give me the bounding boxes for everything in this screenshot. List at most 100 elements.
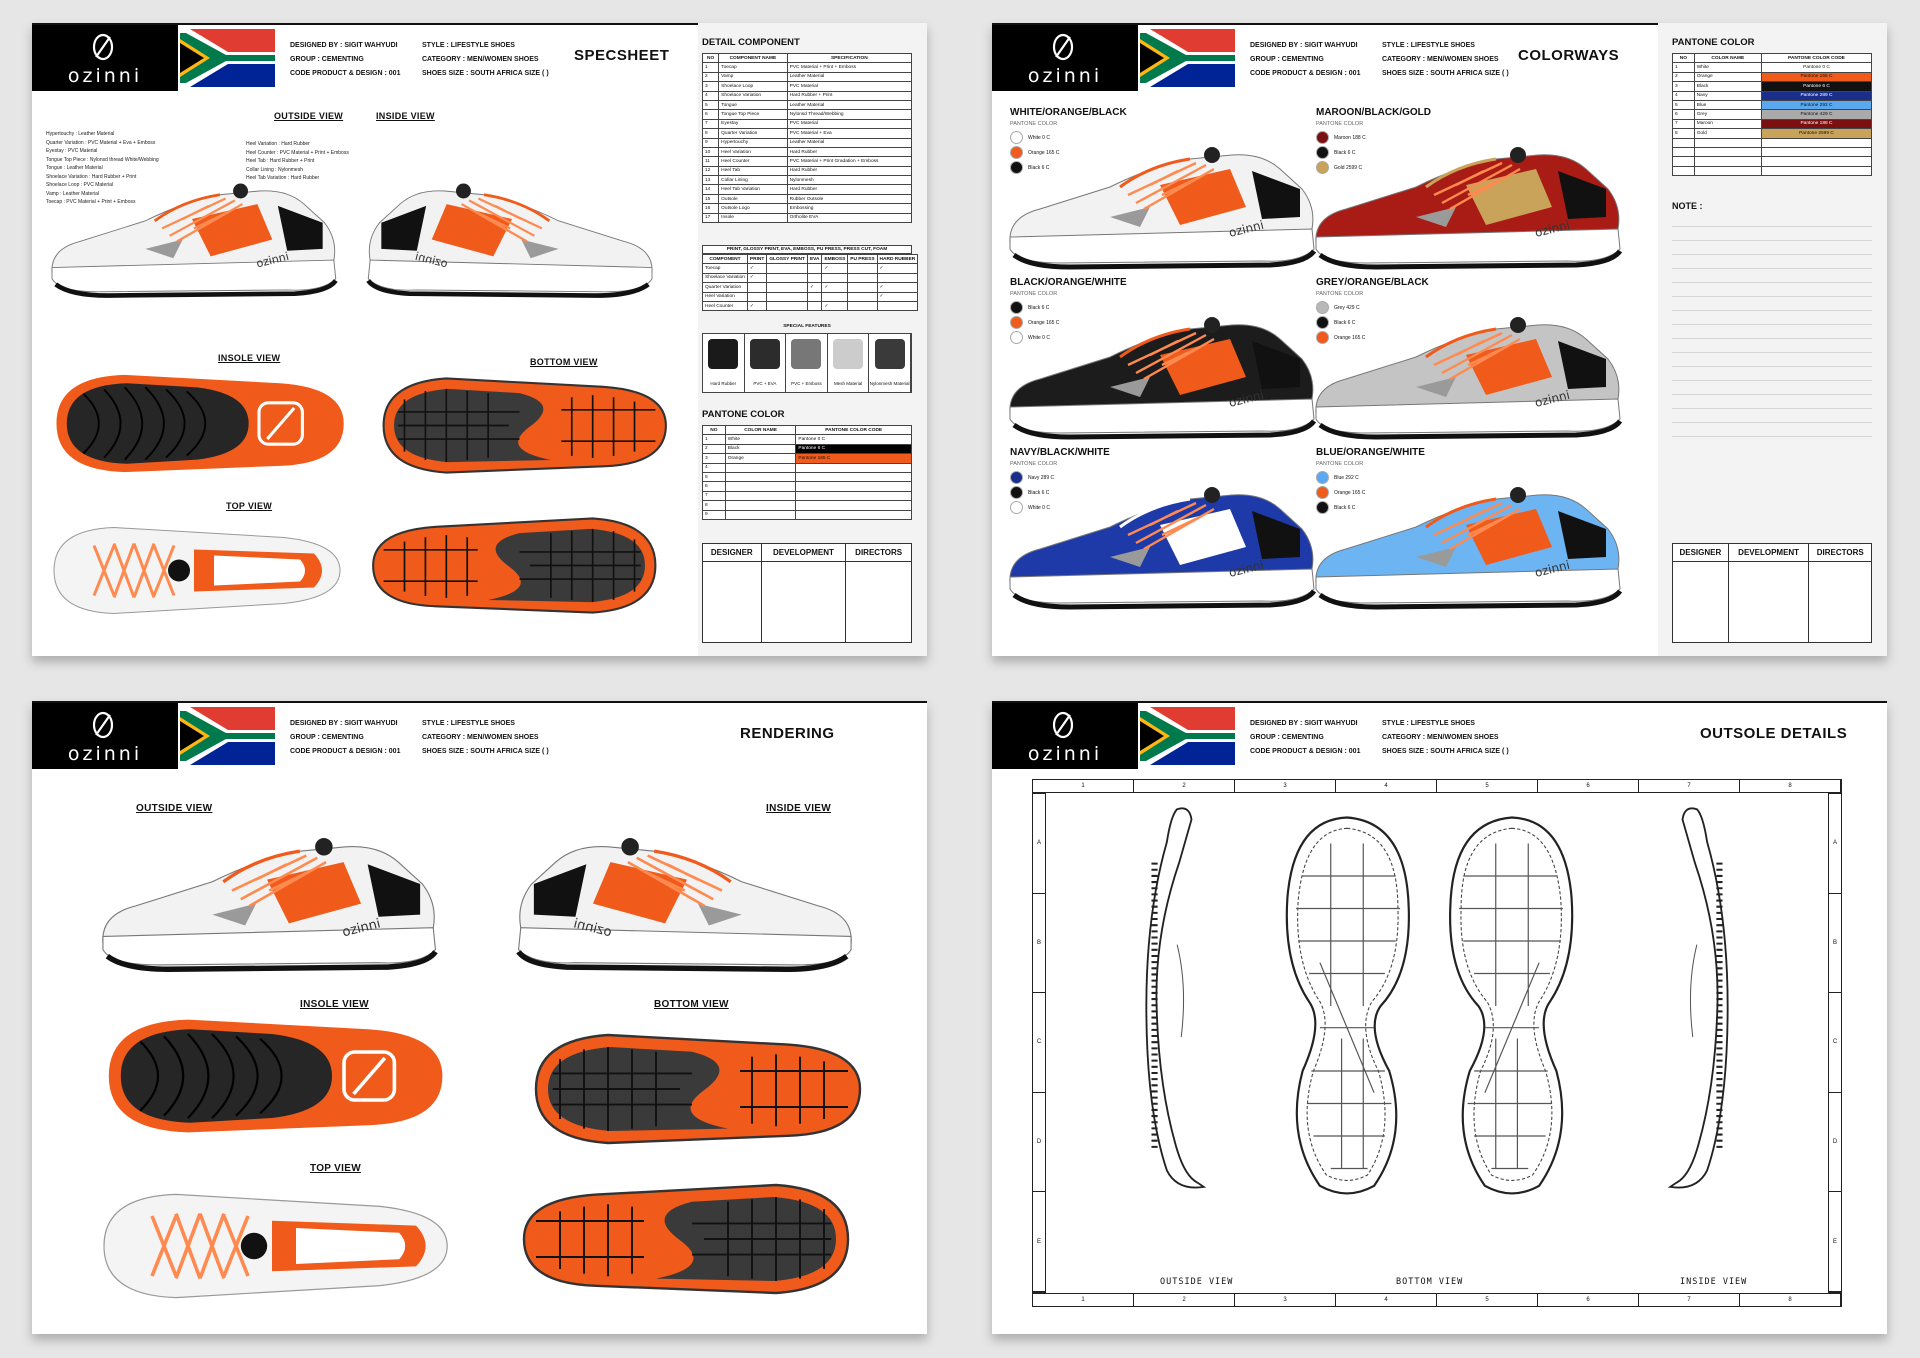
table-cell xyxy=(847,263,878,274)
swatch-dot xyxy=(1010,501,1023,514)
table-cell: Toecap xyxy=(702,263,748,274)
pantone-label: PANTONE COLOR xyxy=(1316,461,1364,467)
swatch-row: Black 6 C xyxy=(1010,486,1049,499)
table-cell xyxy=(821,291,849,302)
page-title: OUTSOLE DETAILS xyxy=(1700,725,1848,742)
product-code: CODE PRODUCT & DESIGN : 001 xyxy=(1250,70,1361,77)
table-cell: PVC Material xyxy=(786,81,913,92)
special-feature-label: PVC + Emboss xyxy=(791,381,822,386)
column-header: HARD RUBBER xyxy=(876,253,919,265)
table-cell xyxy=(746,291,768,302)
table-cell: 1 xyxy=(701,62,720,73)
table-cell: Shoelace Variation xyxy=(702,272,748,284)
table-cell: 11 xyxy=(701,156,720,167)
table-row: 8 xyxy=(702,500,912,511)
grid-column-label: 7 xyxy=(1639,780,1740,792)
special-feature-label: Hard Rubber xyxy=(710,381,737,386)
swatch-row: Blue 292 C xyxy=(1316,471,1359,484)
rendering-page: ozinni DESIGNED BY : SIGIT WAHYUDI GROUP… xyxy=(32,701,927,1334)
table-cell: ✓ xyxy=(746,300,768,312)
inside-view-label: INSIDE VIEW xyxy=(376,111,435,121)
table-cell: 4 xyxy=(701,90,720,101)
pantone-title: PANTONE COLOR xyxy=(702,409,785,420)
pantone-label: PANTONE COLOR xyxy=(1010,461,1058,467)
callout-text: Heel Variation : Hard Rubber xyxy=(246,141,310,147)
bottom-view-drawing-left xyxy=(1272,811,1422,1201)
table-cell xyxy=(795,500,912,511)
colorway-name: BLACK/ORANGE/WHITE xyxy=(1010,277,1127,288)
table-cell: 1 xyxy=(1672,62,1695,73)
category: CATEGORY : MEN/WOMEN SHOES xyxy=(422,56,539,63)
table-cell: 8 xyxy=(702,500,726,511)
table-cell xyxy=(724,471,797,483)
table-cell: 7 xyxy=(1672,118,1695,130)
specsheet-page: ozinni DESIGNED BY : SIGIT WAHYUDI GROUP… xyxy=(32,23,927,656)
table-cell xyxy=(724,500,797,511)
table-cell: 9 xyxy=(702,509,726,520)
column-header: PRINT xyxy=(746,253,768,265)
table-cell: 8 xyxy=(701,128,720,139)
table-cell xyxy=(724,509,797,520)
grid-column-label: 7 xyxy=(1639,1294,1740,1306)
top-view-label: TOP VIEW xyxy=(226,501,273,511)
table-cell xyxy=(876,300,919,312)
special-feature-swatch xyxy=(791,339,822,369)
grid-column-label: 8 xyxy=(1740,1294,1841,1306)
table-cell xyxy=(1672,156,1695,167)
table-cell: ✓ xyxy=(876,291,919,302)
swatch-row: Black 6 C xyxy=(1316,146,1355,159)
swatch-label: White 0 C xyxy=(1028,334,1050,341)
pantone-label: PANTONE COLOR xyxy=(1010,121,1058,127)
swatch-label: Black 6 C xyxy=(1028,164,1050,171)
bottom-view-top xyxy=(512,1019,872,1159)
table-cell: PVC Material + Eva xyxy=(786,128,913,139)
grid-column-label: 4 xyxy=(1336,1294,1437,1306)
swatch-dot xyxy=(1010,161,1023,174)
special-feature-swatch xyxy=(708,339,739,369)
column-header: COMPONENT xyxy=(702,253,748,265)
swatch-label: Blue 292 C xyxy=(1334,474,1359,481)
table-cell: 7 xyxy=(701,118,720,130)
column-header: NO xyxy=(701,52,720,64)
special-feature: PVC + Emboss xyxy=(786,334,828,392)
table-cell: Hard Rubber + Print xyxy=(786,90,913,101)
table-cell xyxy=(724,481,797,492)
table-cell: White xyxy=(1693,62,1762,73)
colorways-page: ozinni DESIGNED BY : SIGIT WAHYUDI GROUP… xyxy=(992,23,1887,656)
table-row: Shoelace Variation✓ xyxy=(702,272,919,284)
table-cell xyxy=(876,272,919,284)
table-cell: 10 xyxy=(701,146,720,158)
outside-view-drawing xyxy=(1132,801,1212,1191)
table-cell: 6 xyxy=(1672,109,1695,120)
column-header: NO xyxy=(702,424,726,436)
swatch-row: White 0 C xyxy=(1010,331,1050,344)
brand-mark-icon xyxy=(1050,711,1076,739)
callout-text: Eyestay : PVC Material xyxy=(46,148,98,154)
table-cell xyxy=(821,272,849,284)
swatch-label: Black 6 C xyxy=(1028,489,1050,496)
swatch-label: Black 6 C xyxy=(1334,319,1356,326)
swatch-dot xyxy=(1010,331,1023,344)
table-row xyxy=(1672,146,1873,158)
table-cell: ✓ xyxy=(821,300,849,312)
table-cell: Gold xyxy=(1693,128,1762,139)
swatch-label: Navy 289 C xyxy=(1028,474,1055,481)
table-cell xyxy=(806,291,823,302)
grid-column-label: 8 xyxy=(1740,780,1841,792)
colorway-name: GREY/ORANGE/BLACK xyxy=(1316,277,1429,288)
colorway-name: BLUE/ORANGE/WHITE xyxy=(1316,447,1425,458)
bottom-view-label: BOTTOM VIEW xyxy=(530,357,598,367)
table-cell xyxy=(806,272,823,284)
south-africa-flag-icon xyxy=(180,29,275,87)
table-cell: 17 xyxy=(701,212,720,224)
table-cell: Pantone 188 C xyxy=(1760,118,1873,130)
brand-logo: ozinni xyxy=(992,25,1138,91)
grid-column-label: 5 xyxy=(1437,780,1538,792)
